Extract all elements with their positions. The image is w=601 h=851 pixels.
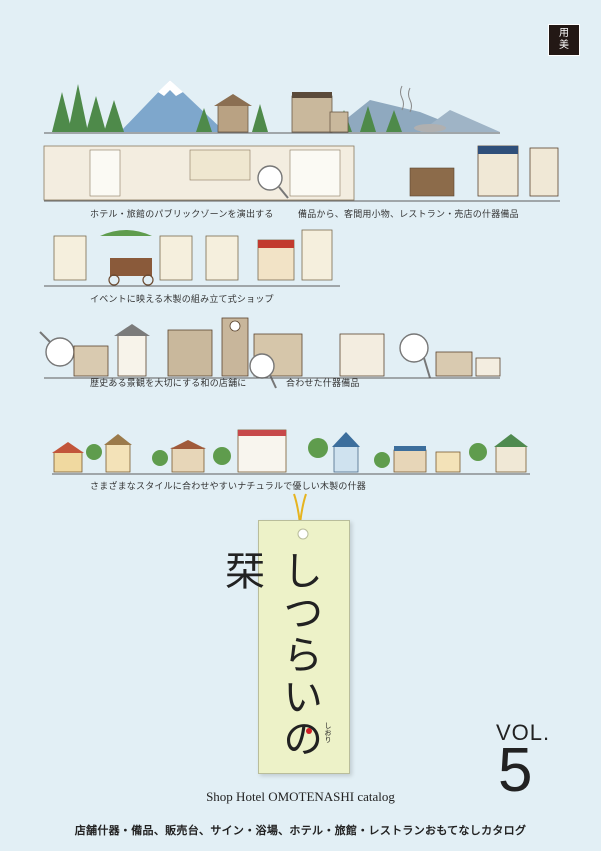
tag-card [258, 520, 350, 774]
tag-hole [297, 528, 309, 540]
caption-equipment: 備品から、客間用小物、レストラン・売店の什器備品 [298, 210, 519, 220]
caption-event-shop: イベントに映える木製の組み立て式ショップ [90, 295, 274, 305]
caption-natural: さまざまなスタイルに合わせやすいナチュラルで優しい木製の什器 [90, 482, 367, 492]
title-ruby: しおり [324, 722, 332, 743]
catalog-tagline: 店舗什器・備品、販売台、サイン・浴場、ホテル・旅館・レストランおもてなしカタログ [74, 824, 527, 837]
illustration-scenes [39, 80, 560, 520]
event-booth-row [44, 229, 340, 287]
natural-shop-row [52, 429, 530, 475]
landscape-row [44, 80, 500, 134]
volume-number: 5 [498, 736, 533, 805]
logo-char-bottom: 美 [559, 40, 569, 51]
lobby-row [43, 145, 560, 202]
tag-cord [293, 493, 307, 520]
caption-historic: 歴史ある景観を大切にする和の店舗に [90, 379, 247, 389]
logo-char-top: 用 [559, 28, 569, 39]
title-dot [306, 728, 312, 734]
caption-lobby: ホテル・旅館のパブリックゾーンを演出する [90, 210, 274, 220]
brand-logo: 用 美 [548, 24, 580, 56]
catalog-subtitle: Shop Hotel OMOTENASHI catalog [206, 789, 395, 804]
volume-label: VOL. [496, 720, 551, 745]
bookmark-tag: しつらいの栞 しおり [218, 520, 350, 774]
caption-fixtures: 合わせた什器備品 [286, 379, 360, 389]
catalog-title: しつらいの栞 [218, 550, 322, 760]
historic-shop-row [39, 317, 501, 389]
